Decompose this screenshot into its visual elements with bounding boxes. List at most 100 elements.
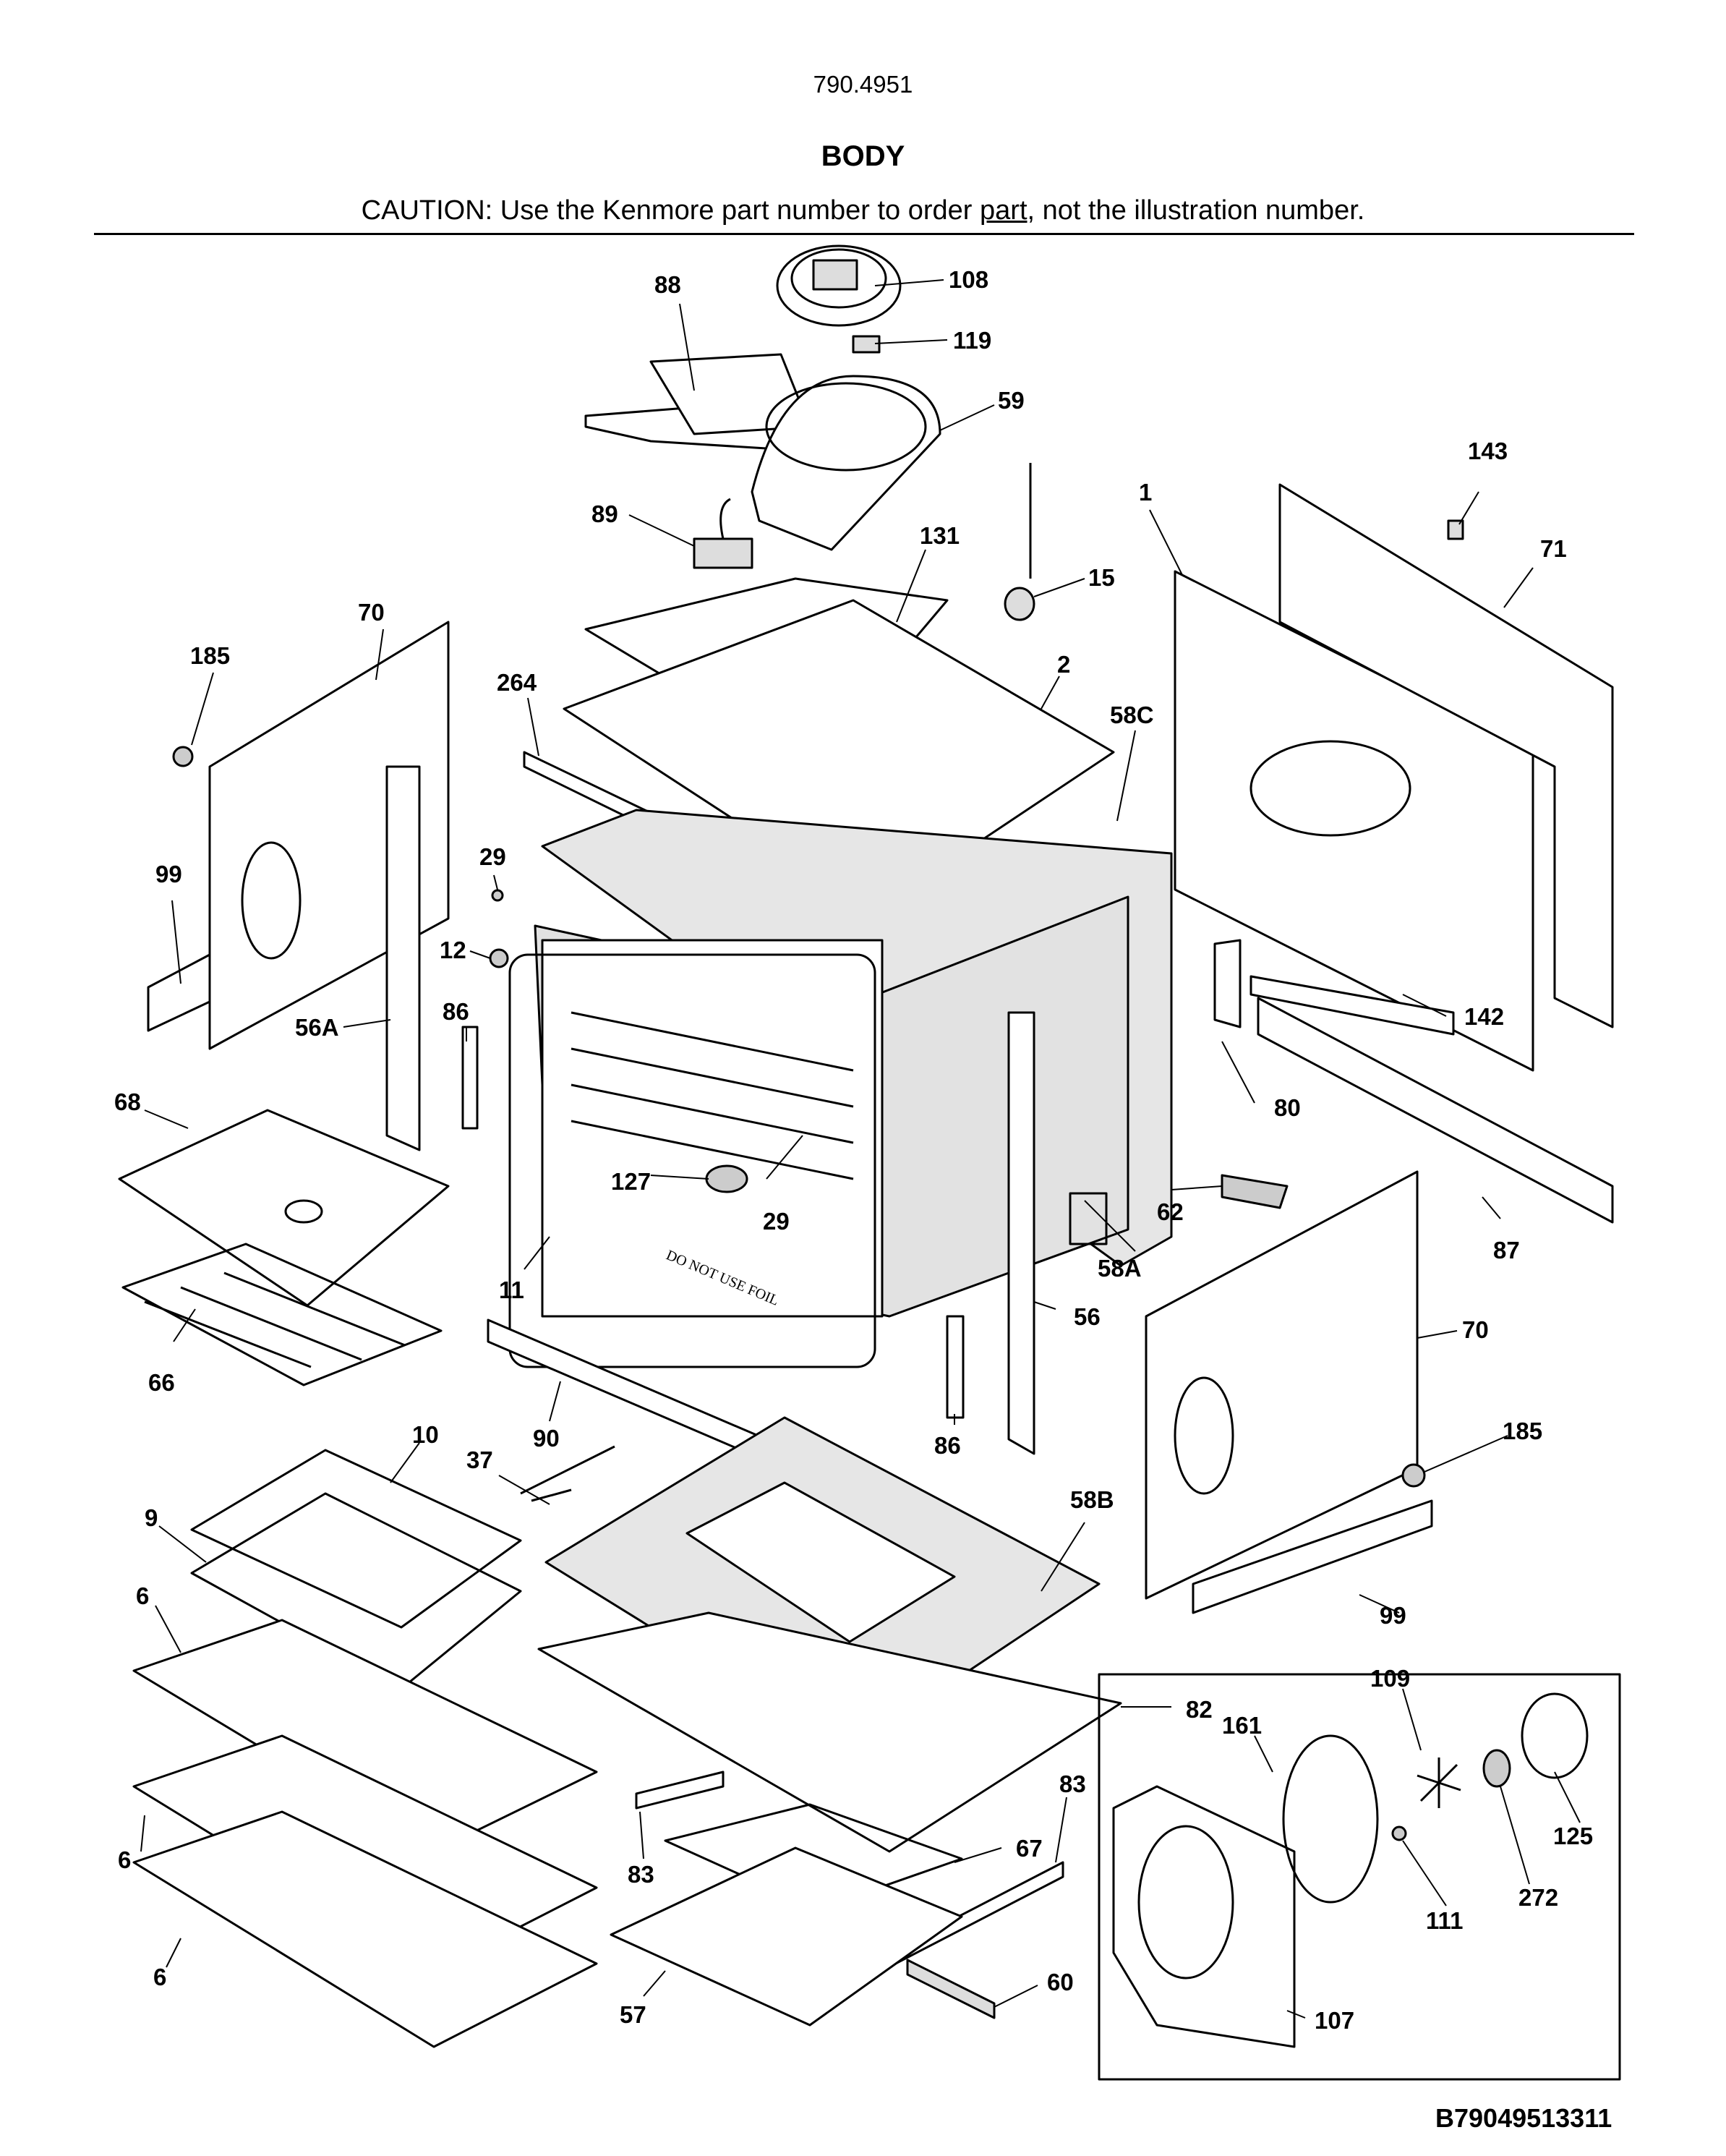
convection-inset-frame (1098, 1673, 1621, 2081)
fan-blade-109 (1417, 1757, 1461, 1808)
bake-element-66 (121, 1243, 443, 1386)
rail-56A (385, 765, 421, 1151)
bracket-99a (147, 953, 211, 1032)
callout-70b: 70 (1462, 1316, 1489, 1343)
callout-161: 161 (1222, 1712, 1262, 1739)
model-number: 790.4951 (813, 71, 913, 98)
callout-2: 2 (1057, 651, 1070, 678)
screw-29a (491, 889, 504, 902)
bracket-86a (461, 1026, 479, 1130)
callout-11: 11 (499, 1277, 524, 1303)
rail-83a (635, 1771, 725, 1810)
callout-6c: 6 (153, 1964, 166, 1990)
callout-90: 90 (533, 1425, 560, 1452)
clip-143 (1447, 519, 1464, 540)
callout-6b: 6 (118, 1846, 131, 1873)
callout-56: 56 (1074, 1303, 1101, 1330)
page-title: BODY (821, 140, 905, 172)
callout-185b: 185 (1503, 1418, 1542, 1444)
callout-185a: 185 (190, 642, 230, 669)
strip-142 (1249, 975, 1455, 1036)
bottom-panel-57 (610, 1846, 963, 2027)
callout-56A: 56A (295, 1014, 339, 1041)
callout-83a: 83 (628, 1861, 654, 1888)
callout-109: 109 (1370, 1665, 1410, 1692)
callout-87: 87 (1493, 1237, 1520, 1264)
callout-119: 119 (953, 327, 991, 354)
callout-9: 9 (145, 1504, 158, 1531)
callout-1: 1 (1139, 479, 1152, 506)
callout-15: 15 (1088, 564, 1115, 591)
callout-99b: 99 (1380, 1602, 1406, 1629)
callout-66: 66 (148, 1369, 175, 1396)
callout-143: 143 (1468, 438, 1508, 464)
convection-element-161 (1282, 1734, 1379, 1904)
caution-text-start: CAUTION: Use the Kenmore part number to … (361, 195, 981, 226)
bracket-99b (1192, 1499, 1433, 1614)
callout-58A: 58A (1098, 1255, 1142, 1282)
rack-6c (132, 1810, 598, 2048)
bracket-86b (946, 1315, 965, 1419)
callout-71: 71 (1540, 535, 1567, 562)
caution-note: CAUTION: Use the Kenmore part number to … (0, 195, 1726, 226)
callout-70a: 70 (358, 599, 385, 626)
broiler-grid-10 (190, 1449, 522, 1629)
callout-58C: 58C (1110, 702, 1154, 728)
callout-264: 264 (497, 669, 537, 696)
callout-89: 89 (591, 500, 618, 527)
drawing-code: B79049513311 (1435, 2103, 1612, 2133)
callout-86a: 86 (443, 998, 469, 1025)
callout-58B: 58B (1070, 1486, 1114, 1513)
callout-108: 108 (949, 266, 988, 293)
rail-56 (1007, 1011, 1035, 1455)
fan-motor-125 (1521, 1692, 1589, 1779)
callout-99a: 99 (155, 861, 182, 887)
callout-59: 59 (998, 387, 1025, 414)
caution-text-end: , not the illustration number. (1027, 195, 1365, 226)
callout-68: 68 (114, 1088, 141, 1115)
callout-127: 127 (611, 1168, 651, 1195)
door-gasket-11 (508, 953, 876, 1368)
bracket-80 (1213, 939, 1242, 1028)
callout-125: 125 (1553, 1823, 1593, 1849)
spacer-272 (1482, 1749, 1511, 1788)
callout-29b: 29 (763, 1208, 790, 1235)
callout-29a: 29 (479, 843, 506, 870)
callout-86b: 86 (934, 1432, 961, 1459)
terminal-62 (1221, 1174, 1289, 1209)
switch-119 (852, 335, 881, 354)
callout-142: 142 (1464, 1003, 1504, 1030)
callout-80: 80 (1274, 1094, 1301, 1121)
insulation-58A (1069, 1192, 1108, 1245)
callout-57: 57 (620, 2001, 646, 2028)
element-cover-68 (118, 1109, 450, 1307)
rail-87 (1257, 997, 1614, 1224)
callout-labels: 108 88 119 59 143 1 71 89 131 15 70 185 … (114, 266, 1593, 2034)
callout-88: 88 (654, 271, 681, 298)
blower-housing-59 (751, 375, 941, 551)
plug-185a (172, 746, 194, 767)
nut-111 (1391, 1825, 1407, 1841)
callout-62: 62 (1157, 1198, 1184, 1225)
callout-6a: 6 (136, 1582, 149, 1609)
plug-185b (1401, 1463, 1426, 1488)
bottom-frame-82 (537, 1611, 1122, 1853)
callout-131: 131 (920, 522, 960, 549)
callout-60: 60 (1047, 1969, 1074, 1995)
blower-motor-108 (776, 244, 902, 327)
callout-111: 111 (1426, 1907, 1463, 1934)
callout-37: 37 (466, 1446, 493, 1473)
fan-grille (1137, 1825, 1234, 1980)
caution-part-link: part (980, 195, 1028, 226)
callout-10: 10 (412, 1421, 439, 1448)
element-127 (705, 1164, 748, 1193)
callout-67: 67 (1016, 1835, 1043, 1862)
thermostat-89 (693, 498, 753, 569)
callout-12: 12 (440, 937, 466, 963)
callout-83b: 83 (1059, 1771, 1086, 1797)
convection-cover-107 (1112, 1785, 1296, 2048)
sensor-12 (489, 948, 509, 968)
header-divider (94, 233, 1634, 235)
callout-107: 107 (1315, 2007, 1354, 2034)
